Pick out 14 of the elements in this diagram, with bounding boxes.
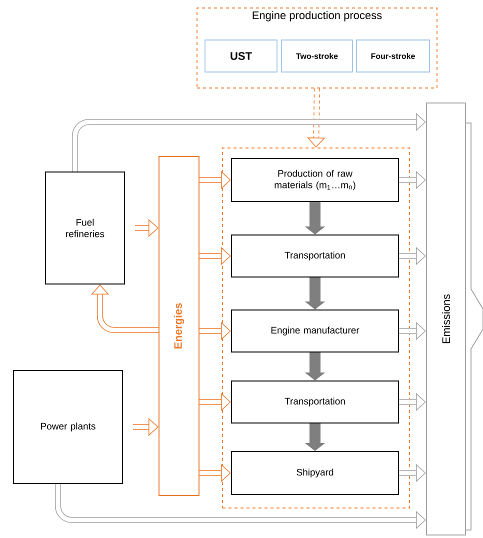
energy-band: Energies	[158, 156, 200, 496]
process-box: Power plants	[13, 370, 123, 484]
engine-type-box: Four-stroke	[356, 40, 430, 72]
arrow	[90, 284, 158, 334]
engine-type-box: Two-stroke	[281, 40, 353, 72]
process-box: Transportation	[231, 380, 399, 424]
arrow	[72, 112, 426, 172]
engine-type-box: UST	[204, 40, 278, 72]
process-box: Transportation	[231, 234, 399, 278]
process-box: Fuel refineries	[45, 172, 125, 284]
process-box: Production of raw materials (m$_{1}$…m$_{n}$)	[231, 158, 399, 202]
process-box: Engine manufacturer	[231, 310, 399, 352]
dashed-group-box	[222, 148, 410, 508]
process-box: Shipyard	[231, 451, 399, 495]
